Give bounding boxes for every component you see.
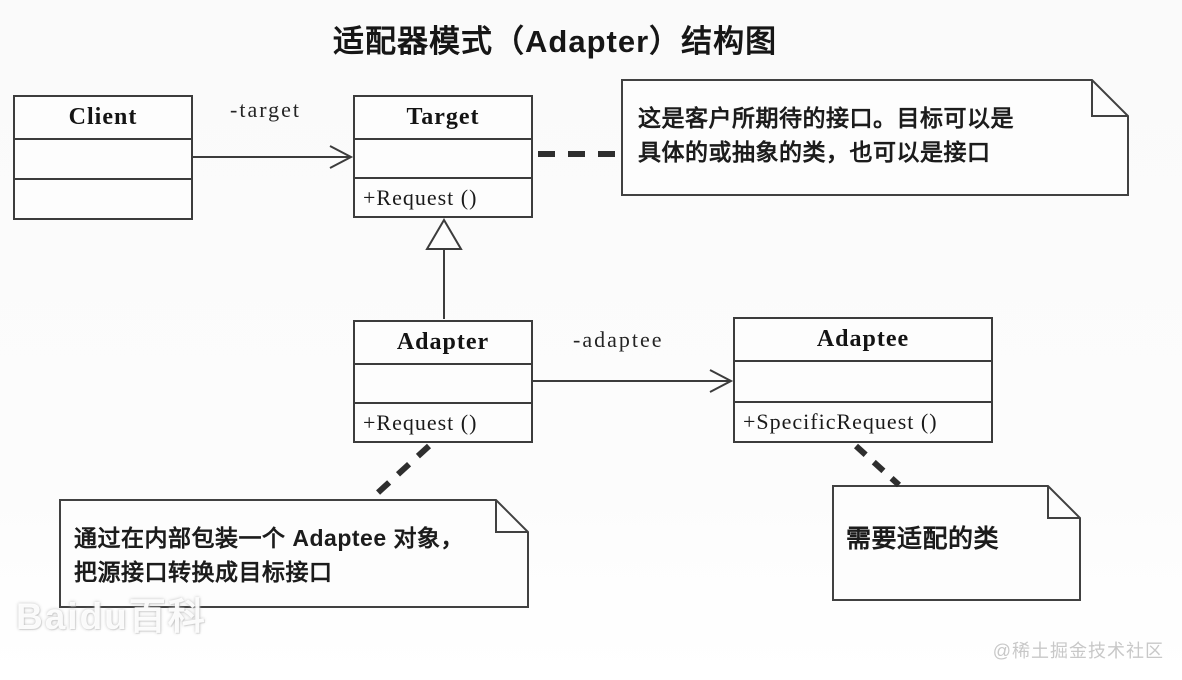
class-name-adapter: Adapter xyxy=(355,322,531,365)
note-target: 这是客户所期待的接口。目标可以是 具体的或抽象的类，也可以是接口 xyxy=(638,101,1014,169)
open-arrowhead-icon xyxy=(329,145,354,169)
note-anchor-adaptee xyxy=(853,443,902,488)
class-methods-target: +Request () xyxy=(363,184,478,210)
class-attributes-adaptee xyxy=(735,362,991,403)
generalization-adapter-target xyxy=(425,218,463,319)
folded-corner-icon xyxy=(495,500,528,533)
class-name-client: Client xyxy=(15,97,191,140)
class-attributes-target xyxy=(355,140,531,179)
relation-label-target: -target xyxy=(230,97,302,122)
class-methods-adapter: +Request () xyxy=(363,409,478,435)
class-box-target: Target +Request () xyxy=(353,95,533,218)
class-methods-client xyxy=(15,180,191,218)
class-box-adaptee: Adaptee +SpecificRequest () xyxy=(733,317,993,443)
class-methods-adaptee: +SpecificRequest () xyxy=(743,408,938,434)
class-box-client: Client xyxy=(13,95,193,220)
folded-corner-icon xyxy=(1047,486,1080,519)
association-adapter-adaptee xyxy=(533,369,734,393)
class-name-adaptee: Adaptee xyxy=(735,319,991,362)
note-adaptee-line1: 需要适配的类 xyxy=(846,525,1000,553)
note-target-line1: 这是客户所期待的接口。目标可以是 xyxy=(638,105,1014,131)
class-attributes-client xyxy=(15,140,191,180)
hollow-triangle-icon xyxy=(425,218,463,250)
note-adapter-line2: 把源接口转换成目标接口 xyxy=(74,559,333,585)
class-box-adapter: Adapter +Request () xyxy=(353,320,533,443)
note-target-line2: 具体的或抽象的类，也可以是接口 xyxy=(638,139,991,165)
association-client-target xyxy=(193,145,354,169)
page-title: 适配器模式（Adapter）结构图 xyxy=(333,24,778,59)
open-arrowhead-icon xyxy=(709,369,734,393)
note-adapter-line1: 通过在内部包装一个 Adaptee 对象， xyxy=(74,525,465,551)
note-adapter: 通过在内部包装一个 Adaptee 对象， 把源接口转换成目标接口 xyxy=(74,521,464,589)
watermark-juejin: @稀土掘金技术社区 xyxy=(992,641,1164,661)
note-adaptee: 需要适配的类 xyxy=(846,522,999,556)
class-attributes-adapter xyxy=(355,365,531,404)
watermark-baidu: Baidu百科 xyxy=(16,596,207,637)
class-name-target: Target xyxy=(355,97,531,140)
note-anchor-adapter xyxy=(368,443,432,502)
folded-corner-icon xyxy=(1091,80,1128,117)
relation-label-adaptee: -adaptee xyxy=(573,327,664,352)
